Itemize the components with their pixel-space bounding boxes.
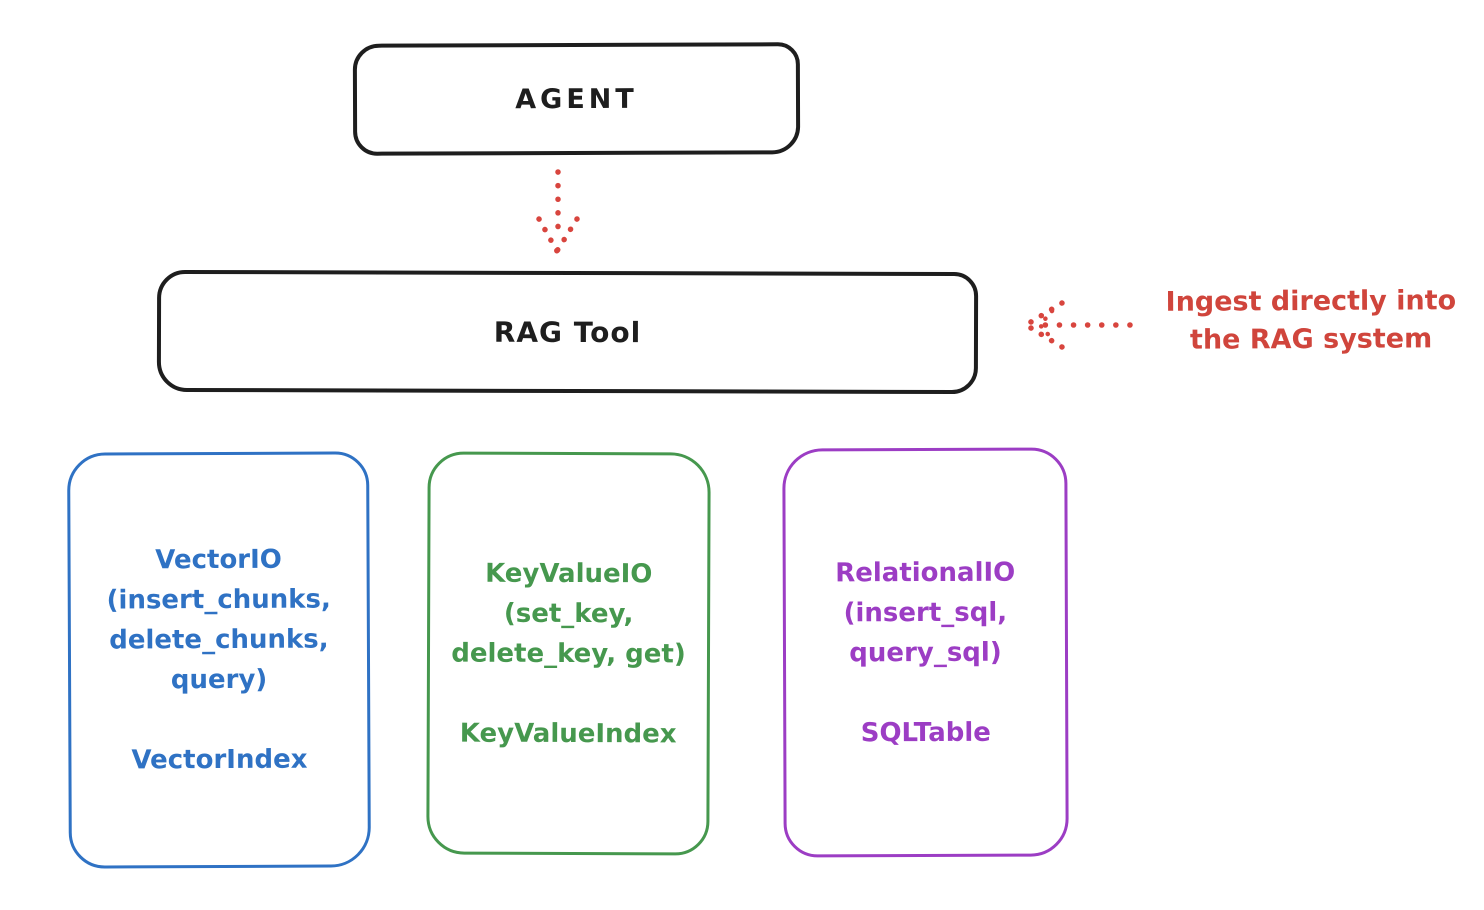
vector-io-methods-line3: query) [170, 664, 268, 696]
relational-io-methods-line2: query_sql) [849, 637, 1002, 668]
keyvalue-io-methods-line2: delete_key, get) [451, 638, 686, 669]
vector-io-methods-line1: (insert_chunks, [106, 584, 331, 616]
keyvalue-io-methods-line1: (set_key, [503, 598, 634, 629]
vector-index-label: VectorIndex [131, 744, 308, 776]
relational-io-title: RelationalIO [835, 557, 1016, 588]
sql-table-label: SQLTable [860, 717, 991, 748]
relational-io-methods-line1: (insert_sql, [843, 597, 1008, 628]
rag-tool-label: RAG Tool [493, 315, 642, 349]
annotation-to-rag-arrow [1023, 300, 1133, 350]
ingest-annotation-line1: Ingest directly into [1165, 285, 1457, 318]
keyvalue-index-label: KeyValueIndex [459, 718, 677, 749]
ingest-annotation-line2: the RAG system [1189, 323, 1433, 356]
agent-to-rag-arrow [536, 169, 580, 254]
ingest-annotation: Ingest directly into the RAG system [1138, 282, 1484, 360]
keyvalue-io-box: KeyValueIO (set_key, delete_key, get) Ke… [426, 451, 711, 856]
agent-label: AGENT [515, 83, 638, 115]
agent-box: AGENT [352, 42, 801, 156]
keyvalue-io-title: KeyValueIO [485, 558, 653, 589]
rag-tool-box: RAG Tool [156, 269, 979, 395]
vector-io-box: VectorIO (insert_chunks, delete_chunks, … [67, 451, 371, 869]
relational-io-box: RelationalIO (insert_sql, query_sql) SQL… [782, 447, 1069, 858]
vector-io-methods-line2: delete_chunks, [109, 624, 329, 656]
vector-io-title: VectorIO [155, 544, 282, 576]
